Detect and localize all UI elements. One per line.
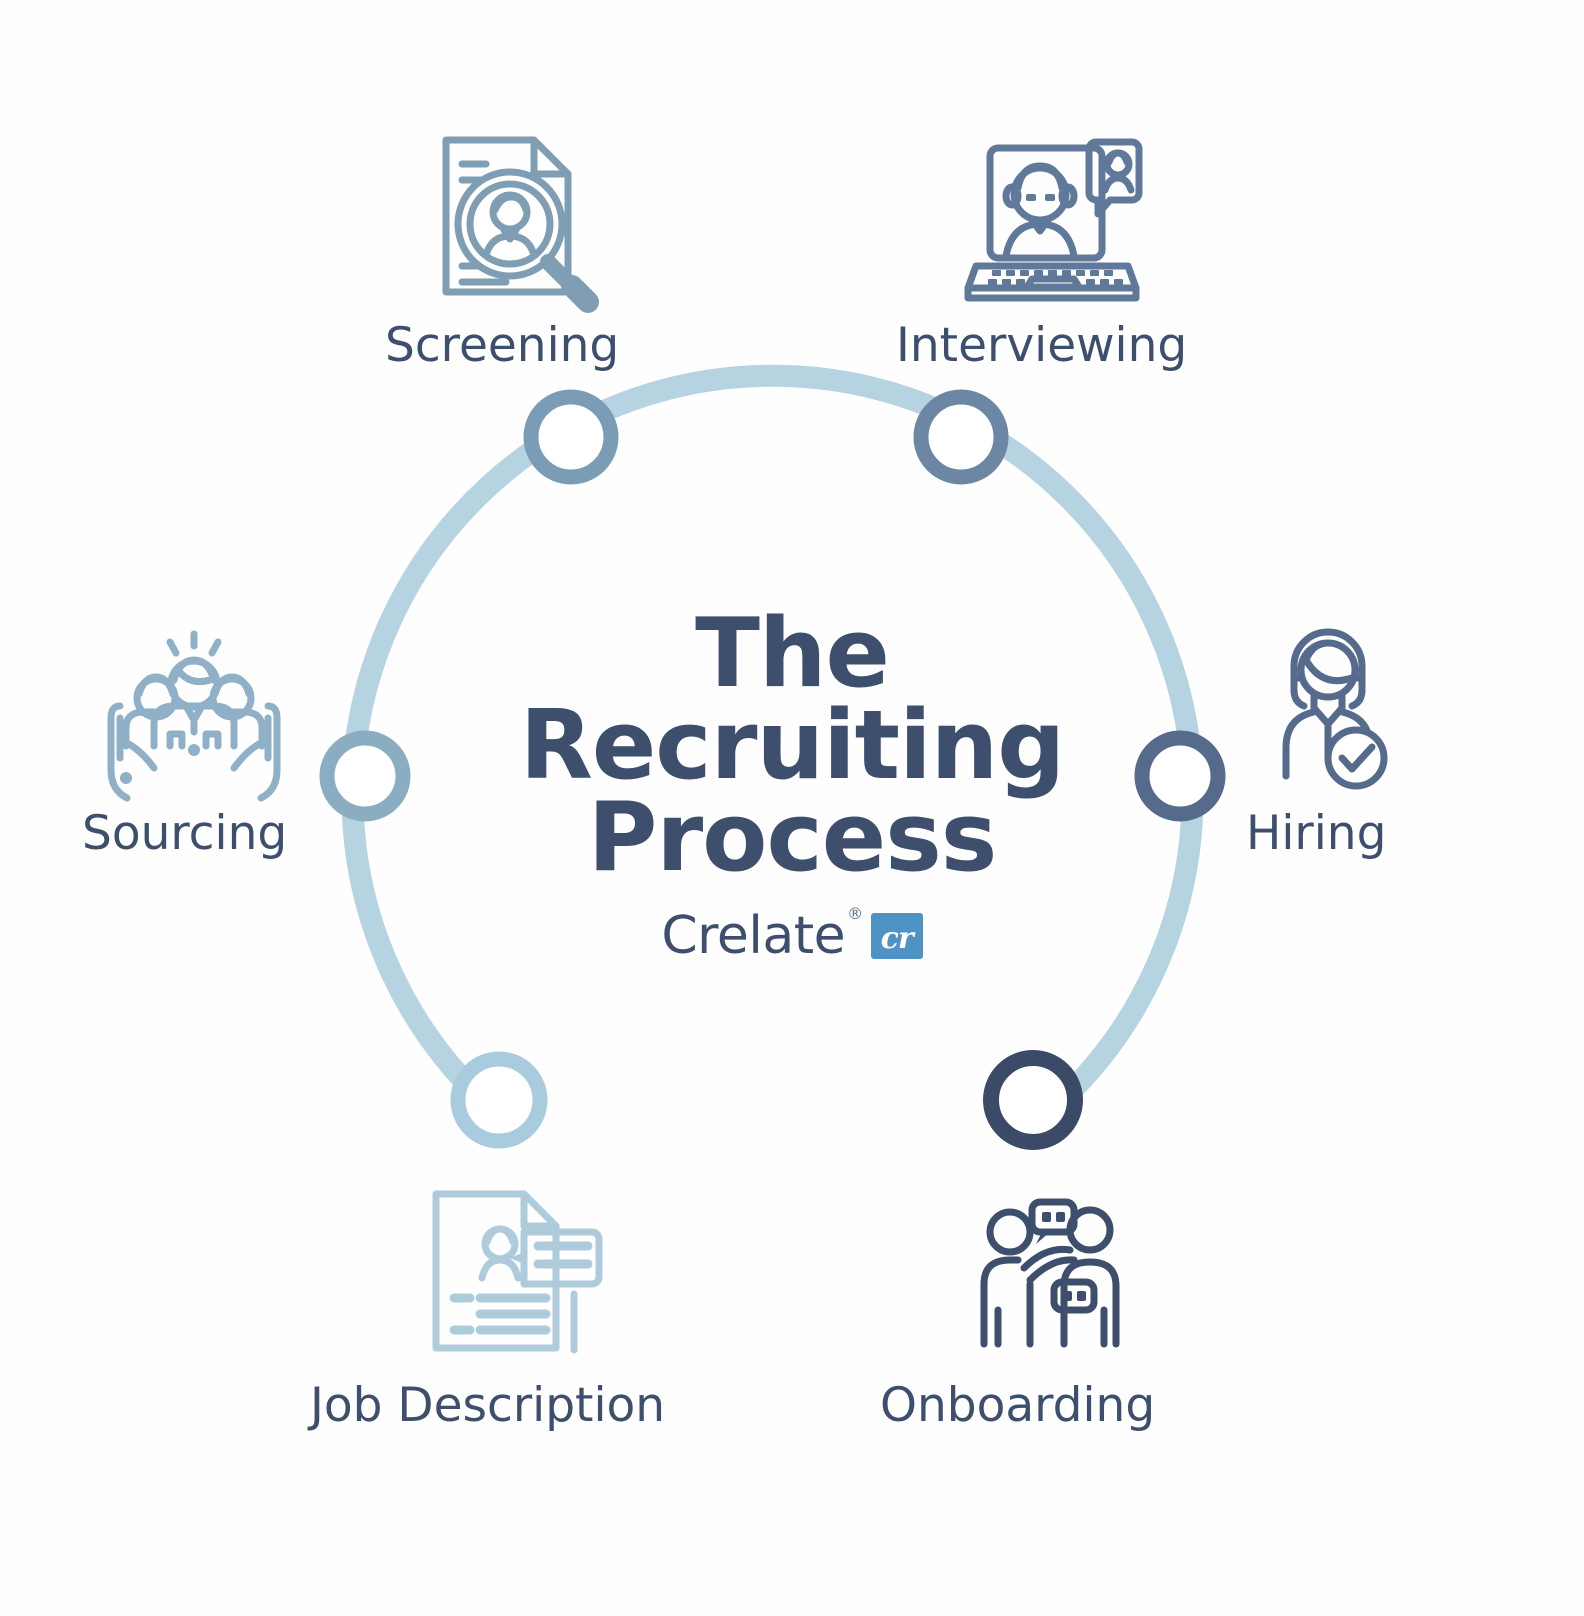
hands-holding-people-icon bbox=[104, 618, 284, 802]
resume-magnifier-icon bbox=[432, 126, 602, 313]
laptop-video-interview-icon bbox=[962, 126, 1143, 306]
step-label-interviewing: Interviewing bbox=[896, 318, 1188, 373]
step-label-sourcing: Sourcing bbox=[82, 806, 288, 861]
node-circle-job-description[interactable] bbox=[450, 1051, 548, 1149]
node-circle-onboarding[interactable] bbox=[983, 1050, 1083, 1150]
step-label-job-description: Job Description bbox=[310, 1378, 666, 1433]
document-person-speech-icon bbox=[424, 1186, 603, 1356]
person-check-badge-icon bbox=[1272, 618, 1392, 798]
two-people-welcome-icon bbox=[944, 1196, 1120, 1356]
step-label-onboarding: Onboarding bbox=[880, 1378, 1156, 1433]
arc-track bbox=[341, 364, 1204, 1111]
node-circle-screening[interactable] bbox=[523, 389, 619, 485]
node-circle-sourcing[interactable] bbox=[319, 730, 411, 822]
step-label-screening: Screening bbox=[385, 318, 620, 373]
node-circle-hiring[interactable] bbox=[1134, 730, 1226, 822]
node-circle-interviewing[interactable] bbox=[913, 389, 1009, 485]
step-label-hiring: Hiring bbox=[1246, 806, 1387, 861]
